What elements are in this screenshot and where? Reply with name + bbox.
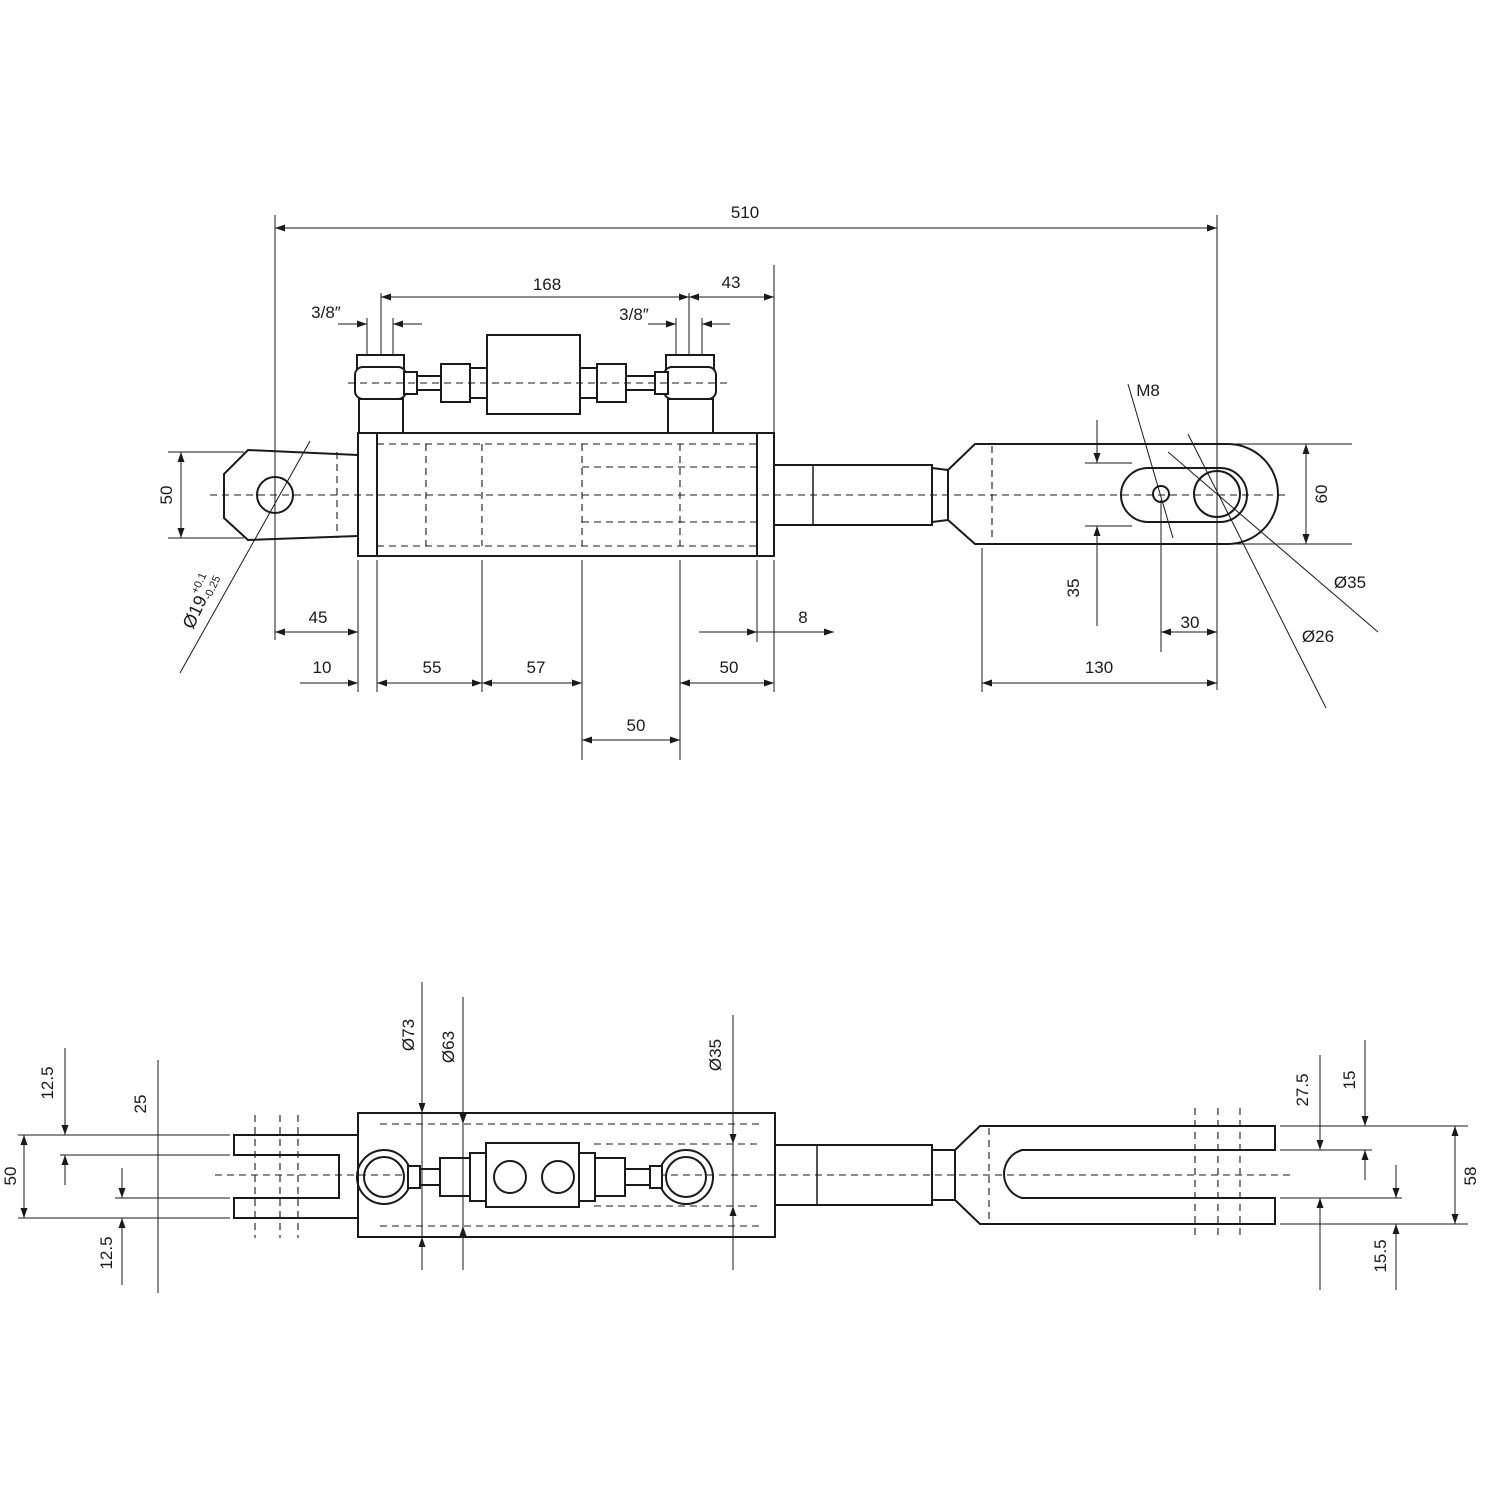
port-plan (356, 1142, 714, 1208)
dim-fork-gap: 25 (131, 1095, 150, 1114)
dim-rod-diameter: Ø35 (706, 1039, 725, 1071)
dim-eye-fork-total: 58 (1461, 1167, 1480, 1186)
cylinder-barrel (376, 432, 758, 557)
piston-rod-plan (774, 1144, 933, 1206)
clevis-mount (223, 448, 359, 542)
dim-eye-length: 130 (1085, 658, 1113, 677)
dim-barrel-od: Ø73 (399, 1019, 418, 1051)
rod-fork (954, 1125, 1276, 1225)
dim-fork-top: 12.5 (38, 1066, 57, 1099)
dim-pin-hole-label: Ø19 +0.1 -0.25 (178, 571, 223, 632)
dim-thread: M8 (1136, 381, 1160, 400)
dim-seg-50: 50 (720, 658, 739, 677)
dim-bore: Ø63 (439, 1031, 458, 1063)
piston-rod (773, 464, 933, 526)
dim-port-right: 3/8″ (619, 305, 649, 324)
rod-eye (947, 443, 1279, 545)
dim-eye-35: 35 (1064, 579, 1083, 598)
dim-head-8: 8 (798, 608, 807, 627)
dim-port-to-end: 43 (722, 273, 741, 292)
dim-eye-hole: Ø26 (1302, 627, 1334, 646)
dim-clevis-length: 45 (309, 608, 328, 627)
bottom-view: 50 12.5 25 12.5 Ø73 Ø63 Ø35 27.5 15 15.5… (1, 982, 1480, 1293)
hydraulic-port-left (354, 354, 418, 434)
dim-cap-10: 10 (313, 658, 332, 677)
dim-seg-57: 57 (527, 658, 546, 677)
dim-eye-od: Ø35 (1334, 573, 1366, 592)
dim-eye-fork-155: 15.5 (1371, 1239, 1390, 1272)
hydraulic-pipe (416, 334, 656, 415)
dim-overall-length: 510 (731, 203, 759, 222)
top-view: 510 168 43 3/8″ 3/8″ 50 Ø19 +0.1 -0.25 M… (157, 203, 1379, 760)
dim-seg-55: 55 (423, 658, 442, 677)
dim-eye-fork-15: 15 (1340, 1071, 1359, 1090)
dim-eye-height: 60 (1312, 485, 1331, 504)
eye-slot (1120, 467, 1248, 523)
dim-clevis-height: 50 (157, 486, 176, 505)
hydraulic-port-right (654, 354, 717, 434)
dim-fork-height: 50 (1, 1167, 20, 1186)
dim-hole-spacing: 30 (1181, 613, 1200, 632)
dim-port-left: 3/8″ (311, 303, 341, 322)
dim-eye-fork-275: 27.5 (1293, 1073, 1312, 1106)
dim-fork-bottom: 12.5 (97, 1236, 116, 1269)
clevis-fork (233, 1134, 358, 1219)
m8-thread-hole (1152, 485, 1170, 503)
dim-seg-50b: 50 (627, 716, 646, 735)
rod-neck (931, 467, 949, 523)
dim-port-spacing: 168 (533, 275, 561, 294)
